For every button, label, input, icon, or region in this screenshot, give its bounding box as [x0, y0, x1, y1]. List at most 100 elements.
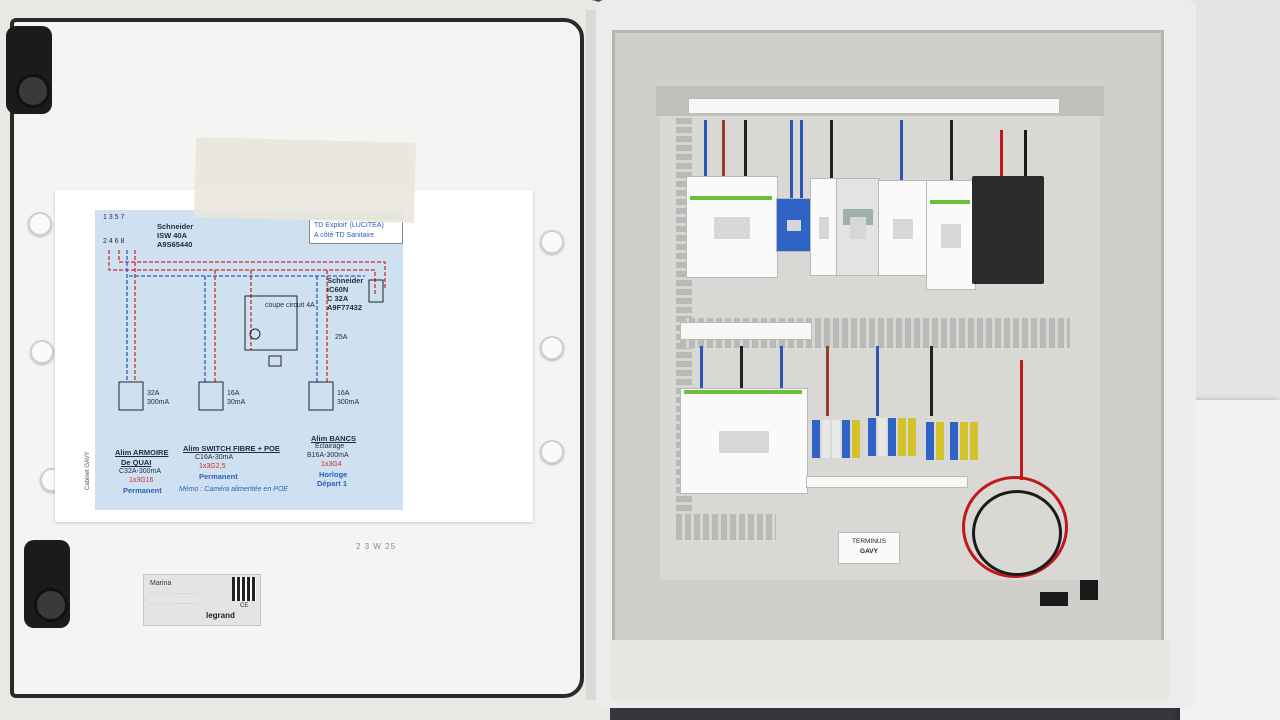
- terminal-block-blue: [842, 420, 850, 458]
- terminal-block-grey: [832, 420, 840, 458]
- title-line1: TD Exploit' (LUCITEA): [314, 222, 384, 229]
- terminal-block-blue: [950, 422, 958, 460]
- bottom-wire-duct: [676, 514, 776, 540]
- qr-code-icon: [232, 577, 256, 601]
- terminal-block-earth: [936, 422, 944, 460]
- cable-connector: [1040, 592, 1068, 606]
- main-switch-model: ISW 40A: [157, 231, 188, 240]
- terminal-block-blue: [868, 418, 876, 456]
- top-label-strip: [688, 98, 1060, 114]
- terminal-label-strip: [806, 476, 968, 488]
- masking-tape: [193, 137, 417, 223]
- circuit2-title: Alim SWITCH FIBRE + POE: [183, 444, 280, 453]
- time-switch-module[interactable]: [836, 178, 880, 276]
- mounting-peg-icon: [540, 336, 564, 360]
- wire-red: [1020, 360, 1023, 480]
- wire-red: [1000, 130, 1003, 180]
- rating-25a: 25A: [335, 334, 348, 341]
- mounting-peg-icon: [28, 212, 52, 236]
- terminal-block-earth: [970, 422, 978, 460]
- power-supply-unit: [972, 176, 1044, 284]
- circuit3-subtitle: Eclairage: [315, 443, 345, 450]
- time-switch-display: [843, 209, 873, 225]
- wire-brown: [722, 120, 725, 180]
- wire-black: [950, 120, 953, 180]
- circuit-breaker-group[interactable]: [686, 176, 778, 278]
- circuit3-cable: 1x3G4: [321, 461, 342, 468]
- wire-blue: [780, 346, 783, 392]
- terminal-block-grey: [878, 418, 886, 456]
- rcd1-rating: 32A: [147, 390, 160, 397]
- main-switch-brand: Schneider: [157, 222, 194, 231]
- circuit1-cable: 1x3G16: [129, 477, 154, 484]
- circuit3-mode2: Départ 1: [317, 479, 348, 488]
- wire-blue: [800, 120, 803, 200]
- wiring-schematic: 1 3 5 7 2 4 6 8 Schneider ISW 40A A9S654…: [95, 210, 403, 510]
- rcd2-sensitivity: 30mA: [227, 399, 246, 406]
- circuit2-spec: C16A-30mA: [195, 454, 234, 461]
- wire-blue: [790, 120, 793, 200]
- wire-black: [740, 346, 743, 392]
- mounting-peg-icon: [540, 230, 564, 254]
- wire-blue: [900, 120, 903, 180]
- terminals-bottom: 2 4 6 8: [103, 238, 125, 245]
- side-appliance: [1180, 400, 1280, 720]
- door-hinge-bottom-icon: [24, 540, 70, 628]
- label-line2: GAVY: [860, 548, 878, 555]
- wire-brown: [826, 346, 829, 416]
- blue-terminal-block: [776, 198, 812, 252]
- sub-breaker-model: iC60N: [327, 285, 349, 294]
- breaker-green-indicator: [930, 200, 970, 204]
- side-note: Cabinet GAVY: [85, 451, 91, 490]
- wire-black: [1024, 130, 1027, 180]
- circuit1-mode: Permanent: [123, 486, 162, 495]
- circuit2-mode: Permanent: [199, 472, 238, 481]
- wire-blue: [700, 346, 703, 392]
- terminal-block-blue: [812, 420, 820, 458]
- plate-brand: legrand: [206, 611, 235, 620]
- rcd3-sensitivity: 300mA: [337, 399, 360, 406]
- rcd2-rating: 16A: [227, 390, 240, 397]
- cable-gland: [1080, 580, 1098, 600]
- rcd1-sensitivity: 300mA: [147, 399, 170, 406]
- rcd-breaker-group[interactable]: [680, 388, 808, 494]
- rcd3-rating: 16A: [337, 390, 350, 397]
- circuit2-cable: 1x3G2,5: [199, 463, 226, 470]
- circuit3-mode1: Horloge: [319, 470, 348, 479]
- mounting-peg-icon: [540, 440, 564, 464]
- mounting-peg-icon: [30, 340, 54, 364]
- wire-black: [930, 346, 933, 416]
- wire-blue: [704, 120, 707, 180]
- main-switch-ref: A9S65440: [157, 240, 193, 249]
- circuit1-title1: Alim ARMOIRE: [115, 448, 169, 457]
- terminal-block-grey: [822, 420, 830, 458]
- plate-name: Marina: [150, 580, 172, 587]
- circuit-breaker[interactable]: [810, 178, 838, 276]
- plate-fineprint: · · · · · · · · · · · · · · ·: [150, 591, 204, 597]
- terminal-block-earth: [898, 418, 906, 456]
- circuit3-title: Alim BANCS: [311, 434, 357, 443]
- wire-black: [830, 120, 833, 180]
- terminal-block-earth: [852, 420, 860, 458]
- circuit1-spec: C32A-300mA: [119, 468, 162, 475]
- sub-breaker-ref: A9F77432: [327, 303, 363, 312]
- mold-mark: 2 3 W 25: [356, 542, 397, 551]
- coiled-cable-red: [962, 476, 1068, 578]
- middle-label-strip: [680, 322, 812, 340]
- contactor-module[interactable]: [878, 180, 928, 276]
- door-hinge-top-icon: [6, 26, 52, 114]
- coiled-cable-black: [972, 490, 1062, 576]
- schematic-lines: [108, 250, 386, 411]
- terminal-block-blue: [926, 422, 934, 460]
- mold-mark-wrap: 2 3 W 25: [356, 536, 396, 554]
- cabinet-bottom: [610, 640, 1170, 700]
- wire-blue: [876, 346, 879, 416]
- plate-fineprint: · · · · · · · · · · · · · · ·: [150, 601, 204, 607]
- plate-ce: CE: [240, 603, 249, 609]
- terminals-top: 1 3 5 7: [103, 214, 125, 221]
- sub-breaker-rating: C 32A: [327, 294, 349, 303]
- circuit1-title2: De QUAI: [121, 458, 152, 467]
- rcbo-module[interactable]: [926, 180, 976, 290]
- terminal-block-earth: [908, 418, 916, 456]
- sub-breaker-brand: Schneider: [327, 276, 364, 285]
